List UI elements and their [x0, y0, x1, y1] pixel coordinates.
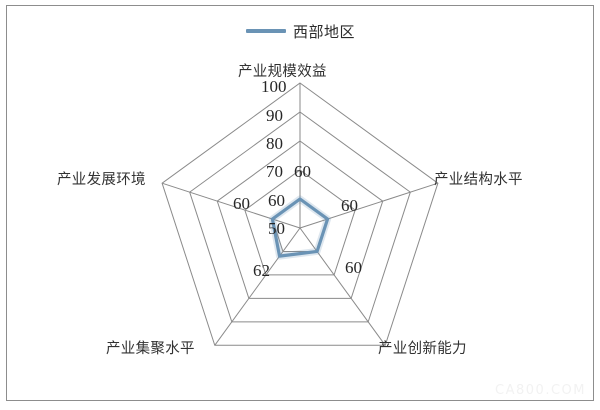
data-label-industry-innovation-capability: 60: [345, 258, 362, 277]
axis-spoke-1: [299, 182, 439, 229]
axis-spoke-3: [214, 227, 301, 346]
radar-axis-spokes: [161, 83, 439, 346]
axis-label-industry-structure-level: 产业结构水平: [434, 172, 523, 188]
radar-series-polygon-western-region[interactable]: [270, 197, 330, 258]
grid-ring-80: [216, 140, 384, 299]
chart-legend[interactable]: 西部地区: [246, 20, 355, 42]
axis-label-industry-agglomeration-level: 产业集聚水平: [106, 341, 195, 357]
series-line-西部地区[interactable]: [270, 197, 330, 258]
data-label-industry-development-environment: 60: [233, 194, 250, 213]
site-watermark: CA800.COM: [495, 383, 586, 398]
legend-series-label: 西部地区: [293, 22, 356, 41]
radial-tick-100: 100: [261, 77, 287, 96]
axis-spoke-4: [161, 182, 301, 229]
axis-label-industry-innovation-capability: 产业创新能力: [378, 341, 467, 357]
radial-tick-70: 70: [266, 162, 283, 181]
data-label-industry-structure-level: 60: [341, 196, 358, 215]
legend-color-swatch: [246, 29, 286, 33]
radial-tick-80: 80: [266, 134, 283, 153]
radial-tick-60: 60: [268, 191, 285, 210]
grid-ring-90: [189, 111, 411, 323]
radial-tick-50: 50: [268, 219, 285, 238]
data-label-industry-scale-benefit: 60: [294, 162, 311, 181]
grid-ring-70: [244, 169, 356, 276]
axis-spoke-2: [299, 227, 386, 346]
axis-label-industry-scale-benefit: 产业规模效益: [238, 64, 327, 80]
axis-label-industry-development-environment: 产业发展环境: [57, 172, 146, 188]
data-label-industry-agglomeration-level: 62: [253, 261, 270, 280]
grid-ring-100: [161, 82, 439, 346]
radial-tick-90: 90: [266, 106, 283, 125]
